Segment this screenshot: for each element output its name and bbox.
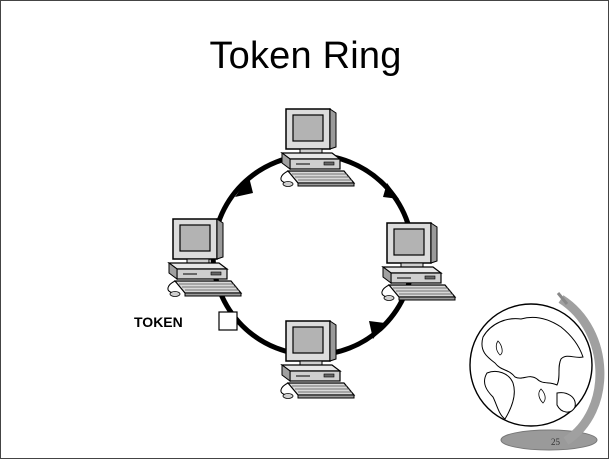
ring-arrow-bottom-right	[369, 321, 385, 339]
computer-top-icon	[280, 108, 355, 188]
token-square	[218, 311, 238, 331]
slide-title: Token Ring	[209, 35, 402, 77]
page-number: 25	[551, 437, 560, 447]
ring-arrow-top-left	[235, 177, 253, 197]
token-label: TOKEN	[134, 314, 183, 330]
computer-left-icon	[167, 218, 242, 298]
ring-arrow-top-right	[383, 183, 399, 199]
globe-icon	[469, 292, 605, 451]
computer-bottom-icon	[280, 320, 355, 400]
computer-right-icon	[381, 222, 456, 302]
